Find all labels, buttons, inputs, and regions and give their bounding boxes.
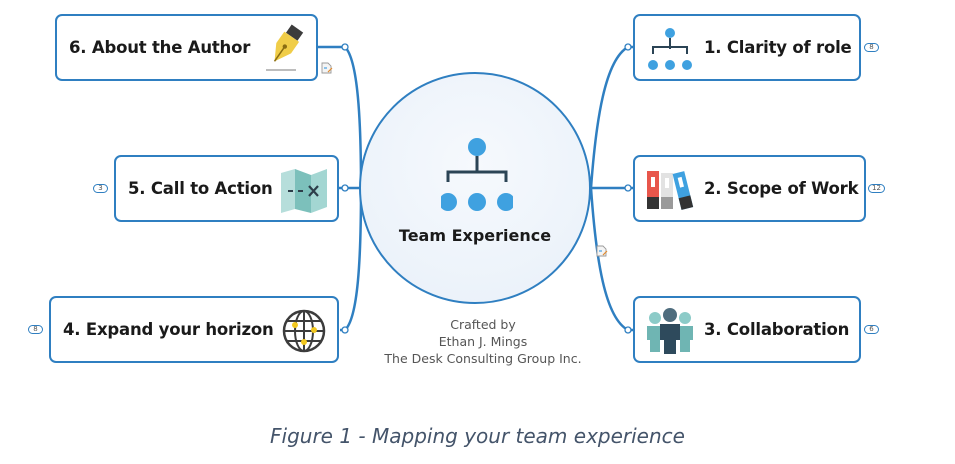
figure-caption: Figure 1 - Mapping your team experience xyxy=(270,424,685,448)
central-topic[interactable]: Team Experience xyxy=(359,72,591,304)
connector-knob xyxy=(624,184,632,192)
connector-knob xyxy=(341,43,349,51)
credits: Crafted by Ethan J. Mings The Desk Consu… xyxy=(370,316,596,367)
central-topic-title: Team Experience xyxy=(398,226,552,245)
topic-label: 3. Collaboration xyxy=(704,320,850,339)
connector-topic-1 xyxy=(589,45,634,189)
topic-label: 1. Clarity of role xyxy=(704,38,852,57)
topic-count-badge[interactable]: 12 xyxy=(868,184,885,193)
connector-knob xyxy=(624,43,632,51)
note-icon[interactable] xyxy=(596,245,608,257)
topic-count-badge[interactable]: 8 xyxy=(864,43,879,52)
topic-scope-of-work[interactable]: 2. Scope of Work xyxy=(633,155,866,222)
connector-knob xyxy=(624,326,632,334)
credits-line: Crafted by xyxy=(450,317,516,332)
topic-label: 4. Expand your horizon xyxy=(63,320,274,339)
fountain-pen-icon xyxy=(266,24,304,71)
org-chart-icon xyxy=(441,138,513,211)
org-chart-icon xyxy=(648,28,692,70)
topic-label: 2. Scope of Work xyxy=(704,179,859,198)
globe-icon xyxy=(282,309,326,353)
connector-topic-4 xyxy=(340,187,363,332)
topic-expand-your-horizon[interactable]: 4. Expand your horizon xyxy=(49,296,339,363)
topic-count-badge[interactable]: 6 xyxy=(864,325,879,334)
topic-call-to-action[interactable]: 5. Call to Action xyxy=(114,155,339,222)
binders-icon xyxy=(647,171,694,210)
credits-author: Ethan J. Mings xyxy=(438,334,528,349)
topic-count-badge[interactable]: 3 xyxy=(93,184,108,193)
topic-count-badge[interactable]: 8 xyxy=(28,325,43,334)
treasure-map-icon xyxy=(281,169,327,213)
topic-collaboration[interactable]: 3. Collaboration xyxy=(633,296,861,363)
team-people-icon xyxy=(647,308,693,354)
note-icon[interactable] xyxy=(321,62,333,74)
topic-clarity-of-role[interactable]: 1. Clarity of role xyxy=(633,14,861,81)
connector-knob xyxy=(341,326,349,334)
credits-company: The Desk Consulting Group Inc. xyxy=(384,351,582,366)
topic-label: 5. Call to Action xyxy=(128,179,273,198)
connector-knob xyxy=(341,184,349,192)
topic-label: 6. About the Author xyxy=(69,38,251,57)
topic-about-the-author[interactable]: 6. About the Author xyxy=(55,14,318,81)
connector-topic-3 xyxy=(589,187,634,332)
